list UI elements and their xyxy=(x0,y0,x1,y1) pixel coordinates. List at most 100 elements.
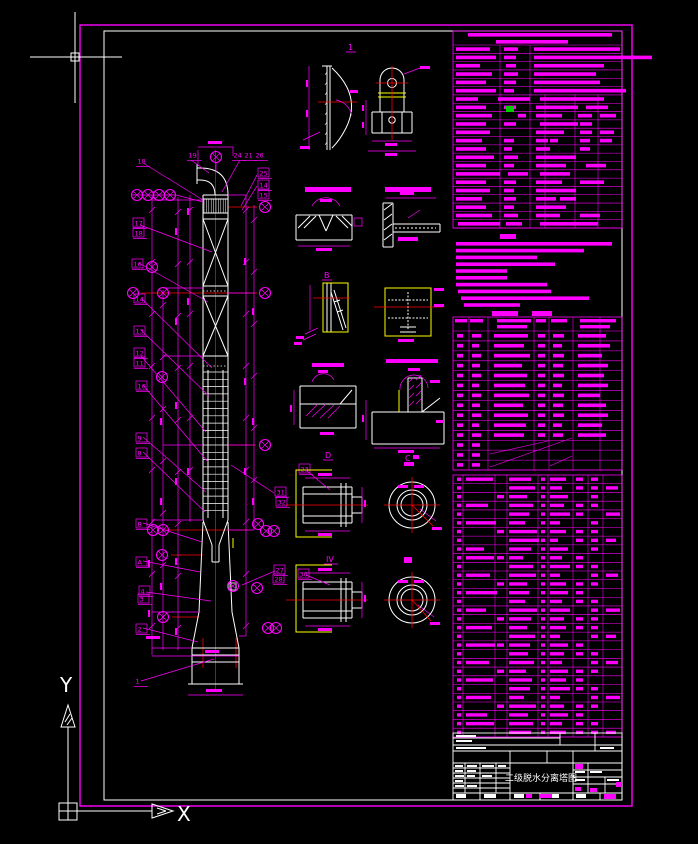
svg-text:18: 18 xyxy=(138,158,146,166)
part-balloon xyxy=(156,523,170,537)
tower-shell xyxy=(188,164,243,685)
part-label: 2 xyxy=(135,623,150,635)
svg-text:12: 12 xyxy=(136,350,144,358)
svg-text:3: 3 xyxy=(140,596,144,604)
part-balloon xyxy=(156,610,170,624)
part-label: 1 xyxy=(134,678,148,687)
svg-text:13: 13 xyxy=(136,328,144,336)
svg-text:14: 14 xyxy=(260,182,268,190)
svg-text:17: 17 xyxy=(135,220,143,228)
ucs-icon[interactable]: Y X xyxy=(58,673,191,826)
part-label: 15 xyxy=(257,189,272,201)
ucs-y-label: Y xyxy=(59,673,73,697)
part-balloon xyxy=(155,548,169,562)
part-balloon xyxy=(250,581,264,595)
demister-pad xyxy=(203,199,226,213)
detail-views: 1 B D C IV xyxy=(146,43,445,692)
part-label: 14 xyxy=(133,293,148,305)
part-label: 11 xyxy=(133,357,148,369)
part-label: 31 xyxy=(274,486,289,498)
svg-text:25: 25 xyxy=(260,170,268,178)
svg-text:A: A xyxy=(138,559,143,567)
part-label: 8 xyxy=(135,447,150,459)
detail-captions xyxy=(146,66,444,692)
svg-text:19: 19 xyxy=(189,152,197,160)
part-balloon xyxy=(145,260,159,274)
part-balloon xyxy=(258,286,272,300)
balloon-callouts xyxy=(126,150,283,635)
part-label: 18 xyxy=(136,158,150,167)
svg-text:16: 16 xyxy=(134,261,142,269)
svg-text:9: 9 xyxy=(138,435,142,443)
part-balloon xyxy=(269,621,283,635)
svg-text:30: 30 xyxy=(300,571,308,579)
title-block: 二级脱水分离塔图 xyxy=(452,732,623,801)
svg-text:18: 18 xyxy=(135,230,143,238)
part-label: 23 xyxy=(298,463,313,475)
part-label: 9 xyxy=(135,432,150,444)
detail-dimensions xyxy=(293,66,440,627)
part-balloon xyxy=(258,438,272,452)
part-balloon xyxy=(146,523,160,537)
drawing-title: 二级脱水分离塔图 xyxy=(505,772,577,784)
part-label: 18 xyxy=(132,227,147,239)
svg-text:28: 28 xyxy=(275,576,283,584)
detail-iv-label: IV xyxy=(326,555,334,564)
detail-centerlines xyxy=(286,66,443,628)
part-balloon xyxy=(209,150,223,164)
svg-text:31: 31 xyxy=(277,489,285,497)
part-balloon xyxy=(267,524,281,538)
part-label: 30 xyxy=(297,568,312,580)
svg-text:4: 4 xyxy=(141,588,145,596)
nozzle-table xyxy=(452,311,623,471)
detail-c-label: C xyxy=(405,454,411,463)
part-label: B xyxy=(135,518,150,530)
detail-b-label: B xyxy=(324,271,330,280)
tray-stack xyxy=(203,371,228,512)
characteristics-table xyxy=(452,30,652,229)
part-label: 16 xyxy=(131,258,146,270)
svg-text:11: 11 xyxy=(136,360,144,368)
part-balloon xyxy=(156,286,170,300)
svg-text:27: 27 xyxy=(276,567,284,575)
bom-table xyxy=(452,474,623,738)
technical-requirements xyxy=(456,234,612,307)
part-label: 25 xyxy=(257,167,272,179)
part-label: 28 xyxy=(272,573,287,585)
part-balloon xyxy=(226,579,240,593)
detail-d-label: D xyxy=(325,451,331,460)
part-balloon xyxy=(126,286,140,300)
part-label: 4 xyxy=(138,585,153,597)
part-label: 26 xyxy=(254,152,268,161)
ucs-x-label: X xyxy=(177,802,191,826)
part-label: 19 xyxy=(187,152,201,161)
svg-text:14: 14 xyxy=(136,296,144,304)
svg-text:32: 32 xyxy=(278,499,286,507)
crosshair-cursor[interactable] xyxy=(30,12,122,103)
part-label: 17 xyxy=(132,217,147,229)
svg-text:8: 8 xyxy=(138,450,142,458)
part-label: 13 xyxy=(133,325,148,337)
dimension-lines xyxy=(131,146,437,696)
title-block-text xyxy=(455,735,619,798)
svg-text:21: 21 xyxy=(245,152,253,160)
svg-text:1: 1 xyxy=(136,678,140,686)
part-label: 3 xyxy=(137,593,152,605)
part-balloon xyxy=(258,200,272,214)
dimension-text xyxy=(148,208,254,635)
svg-text:10: 10 xyxy=(138,383,146,391)
svg-text:26: 26 xyxy=(256,152,264,160)
svg-text:15: 15 xyxy=(260,192,268,200)
svg-text:2: 2 xyxy=(138,626,142,634)
part-label: 14 xyxy=(257,179,272,191)
part-label: 10 xyxy=(135,380,150,392)
detail-linework xyxy=(295,65,445,624)
part-label: A xyxy=(135,556,150,568)
part-balloon xyxy=(155,370,169,384)
part-label: 32 xyxy=(275,496,290,508)
part-balloon xyxy=(251,517,265,531)
svg-text:B: B xyxy=(138,521,142,529)
